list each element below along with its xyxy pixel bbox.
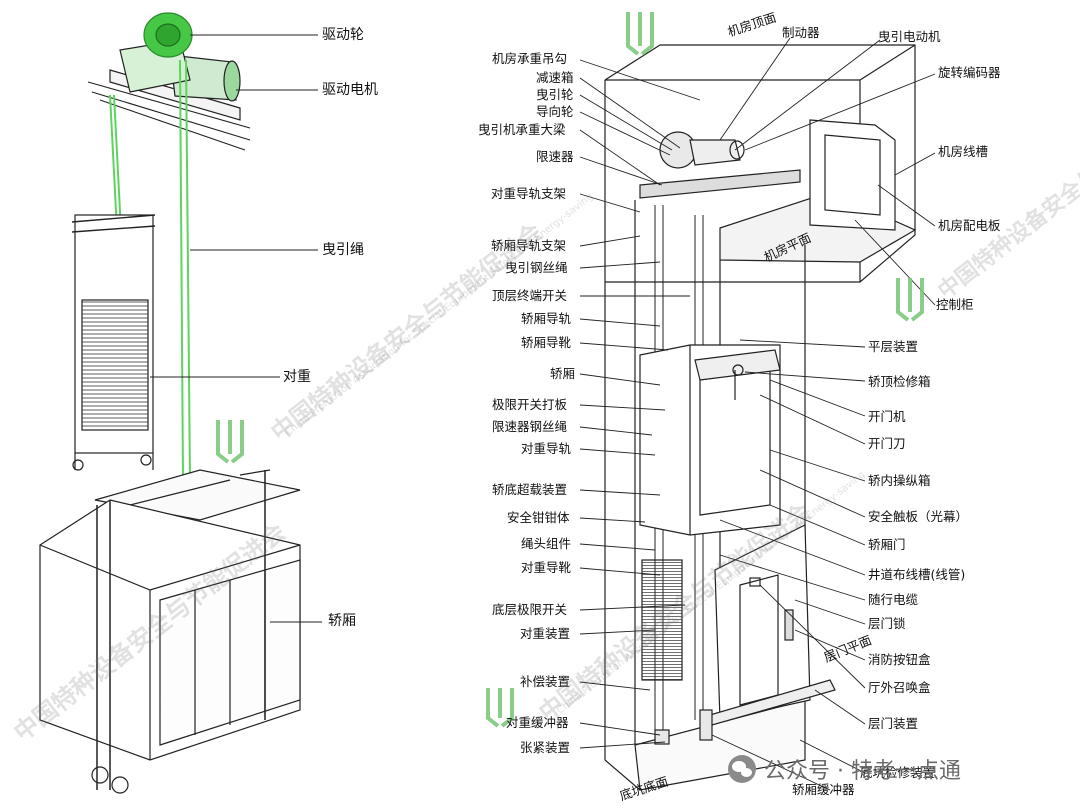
- label-door-knife: 开门刀: [868, 436, 906, 451]
- label-car-left: 轿厢: [328, 613, 356, 629]
- label-car-top-inspection-box: 轿顶检修箱: [868, 374, 931, 389]
- label-traction-sheave: 曳引轮: [536, 87, 574, 102]
- label-cw-buffer: 对重缓冲器: [506, 715, 569, 730]
- label-cw-guide-rail-bracket: 对重导轨支架: [491, 186, 567, 201]
- label-car-guide-shoe: 轿厢导靴: [521, 335, 572, 350]
- label-rope-head-assembly: 绳头组件: [521, 536, 572, 551]
- label-machine-room-lifting-hook: 机房承重吊勾: [492, 51, 568, 66]
- label-speed-governor: 限速器: [536, 149, 574, 164]
- label-hall-call-box: 厅外召唤盒: [868, 680, 931, 695]
- label-counterweight-device: 对重装置: [520, 626, 571, 641]
- label-brake: 制动器: [782, 25, 820, 40]
- watermark-logos: [216, 12, 924, 728]
- label-machine-room-panel: 机房配电板: [938, 218, 1001, 233]
- label-bottom-limit-switch: 底层极限开关: [492, 602, 568, 617]
- label-landing-door-lock: 层门锁: [868, 616, 906, 631]
- label-cw-guide-shoe: 对重导靴: [521, 560, 572, 575]
- footer-account-text: 公众号 · 特考一点通: [764, 759, 961, 784]
- label-safety-edge: 安全触板（光幕）: [868, 509, 969, 524]
- label-hoistway-wiring-duct: 井道布线槽(线管): [868, 567, 966, 582]
- wechat-icon: [728, 755, 756, 783]
- label-car-right: 轿厢: [550, 366, 576, 381]
- label-car-guide-rail-bracket: 轿厢导轨支架: [491, 238, 567, 253]
- label-traction-machine-beam: 曳引机承重大梁: [478, 122, 566, 137]
- label-safety-gear: 安全钳钳体: [507, 510, 570, 525]
- label-leveling-device: 平层装置: [868, 339, 919, 354]
- label-traction-rope: 曳引绳: [322, 242, 364, 258]
- left-elevator-illustration: [39, 12, 301, 794]
- label-governor-rope: 限速器钢丝绳: [492, 419, 568, 434]
- label-limit-switch-cam: 极限开关打板: [492, 397, 568, 412]
- label-traveling-cable: 随行电缆: [868, 592, 919, 607]
- label-rotary-encoder: 旋转编码器: [938, 65, 1001, 80]
- label-top-terminal-switch: 顶层终端开关: [492, 288, 568, 303]
- right-leader-lines-left: [579, 59, 701, 749]
- label-control-cabinet: 控制柜: [936, 297, 974, 312]
- left-leader-lines: [150, 34, 322, 623]
- right-elevator-illustration: [604, 44, 917, 791]
- label-traction-wire-rope: 曳引钢丝绳: [505, 260, 568, 275]
- label-tensioning-device: 张紧装置: [520, 740, 571, 755]
- label-cw-guide-rail: 对重导轨: [521, 441, 572, 456]
- label-machine-room-duct: 机房线槽: [938, 144, 989, 159]
- label-landing-door-device: 层门装置: [868, 716, 919, 731]
- label-traction-motor: 曳引电动机: [878, 29, 941, 44]
- label-pit-ladder: 底坑检修装置: [860, 765, 936, 780]
- label-door-operator: 开门机: [868, 409, 906, 424]
- label-deflector-sheave: 导向轮: [536, 104, 574, 119]
- label-car-door: 轿厢门: [868, 537, 906, 552]
- label-car-operating-panel: 轿内操纵箱: [868, 473, 931, 488]
- footer-account: 公众号 · 特考一点通: [728, 753, 961, 785]
- label-drive-sheave: 驱动轮: [322, 27, 364, 43]
- label-car-guide-rail: 轿厢导轨: [521, 311, 572, 326]
- label-compensation-device: 补偿装置: [520, 674, 571, 689]
- label-reducer: 减速箱: [536, 70, 574, 85]
- label-drive-motor: 驱动电机: [322, 82, 378, 98]
- label-counterweight: 对重: [283, 369, 311, 385]
- label-car-buffer: 轿厢缓冲器: [792, 782, 855, 797]
- label-car-overload-device: 轿底超载装置: [492, 482, 568, 497]
- label-fire-button-box: 消防按钮盒: [868, 652, 931, 667]
